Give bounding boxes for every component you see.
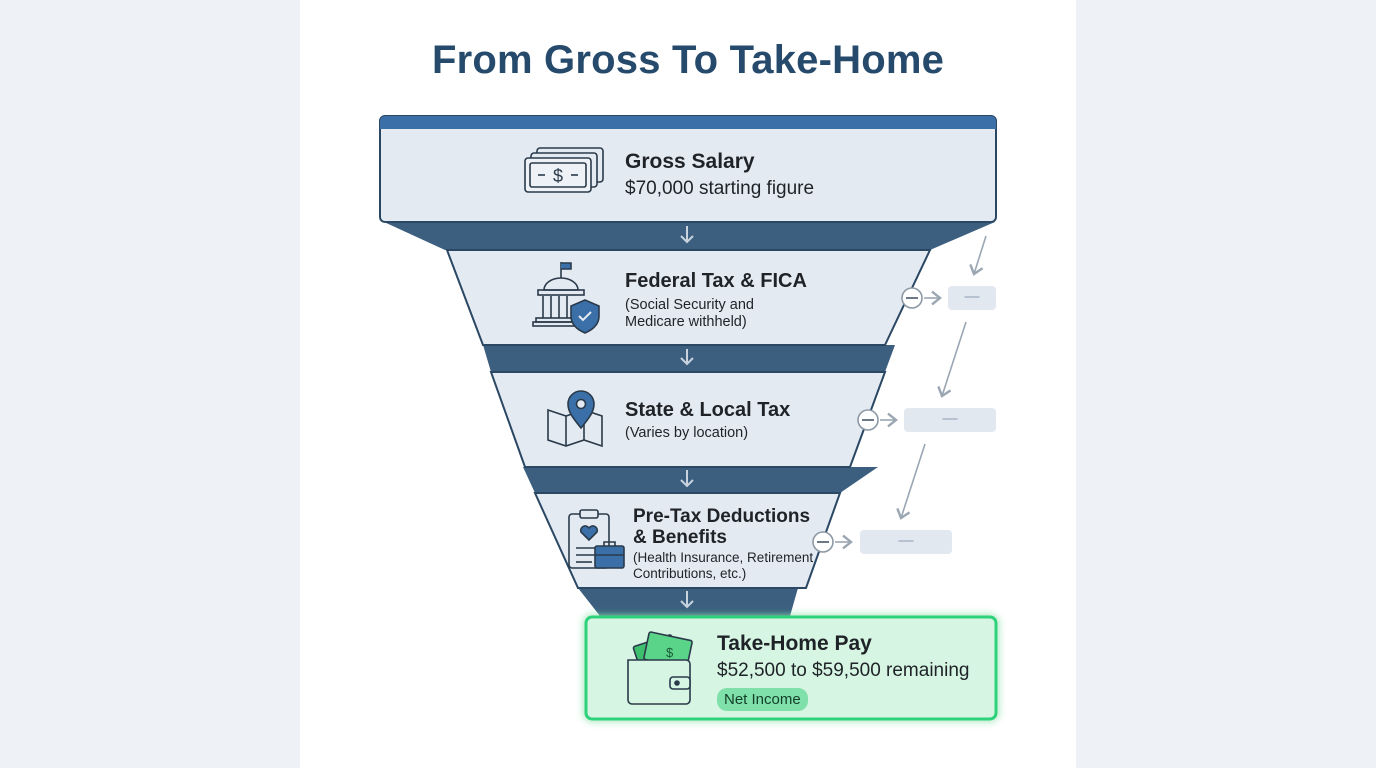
deduction-side-2 <box>857 408 996 432</box>
cascade-arrows <box>896 235 987 520</box>
stage-title: State & Local Tax <box>625 399 791 421</box>
flow-arrows <box>680 226 694 609</box>
deduction-side-3 <box>812 530 952 554</box>
stage-subtitle: $70,000 starting figure <box>625 178 815 199</box>
clipboard-briefcase-icon <box>568 509 625 569</box>
down-arrow-icon <box>680 226 694 244</box>
connector-band-2 <box>483 345 895 372</box>
cash-icon <box>524 147 604 193</box>
map-pin-icon <box>547 390 603 448</box>
dollar-glyph: $ <box>553 166 563 186</box>
deduction-side-1 <box>901 286 996 310</box>
deduction-placeholder-1 <box>948 286 996 310</box>
result-subtitle: $52,500 to $59,500 remaining <box>717 660 970 681</box>
stage-federal-tax-text: Federal Tax & FICA (Social Security and … <box>625 270 807 331</box>
diagram-title: From Gross To Take-Home <box>431 38 945 82</box>
stage-subtitle: (Social Security and Medicare withheld) <box>625 297 754 330</box>
stage-pretax-deductions-text: Pre-Tax Deductions & Benefits (Health In… <box>633 506 813 582</box>
stage-title: Gross Salary <box>625 150 755 173</box>
stage-title: Federal Tax & FICA <box>625 270 807 292</box>
connector-band-1 <box>384 222 995 250</box>
stage-title: Pre-Tax Deductions & Benefits <box>633 506 811 548</box>
deduction-placeholder-label-1: — <box>964 288 980 305</box>
stage-subtitle: (Health Insurance, Retirement Contributi… <box>633 550 814 581</box>
stage-state-tax-text: State & Local Tax (Varies by location) <box>625 399 790 441</box>
stage-take-home-text: Take-Home Pay $52,500 to $59,500 remaini… <box>717 632 969 711</box>
down-arrow-icon <box>680 470 694 488</box>
government-building-shield-icon <box>532 262 600 334</box>
stage-gross-salary-text: Gross Salary $70,000 starting figure <box>625 150 814 200</box>
net-income-badge: Net Income <box>717 688 808 711</box>
stage-gross-salary <box>379 115 997 223</box>
down-arrow-icon <box>680 349 694 366</box>
svg-text:$: $ <box>666 645 674 660</box>
connector-band-3 <box>523 467 878 493</box>
deduction-placeholder-2 <box>904 408 996 432</box>
result-title: Take-Home Pay <box>717 632 872 655</box>
deduction-placeholder-3 <box>860 530 952 554</box>
down-arrow-icon <box>680 591 694 609</box>
stage-subtitle: (Varies by location) <box>625 425 749 441</box>
deduction-placeholder-label-3: — <box>898 532 914 549</box>
deduction-placeholder-label-2: — <box>942 410 958 427</box>
wallet-cash-icon: $ <box>627 631 693 705</box>
